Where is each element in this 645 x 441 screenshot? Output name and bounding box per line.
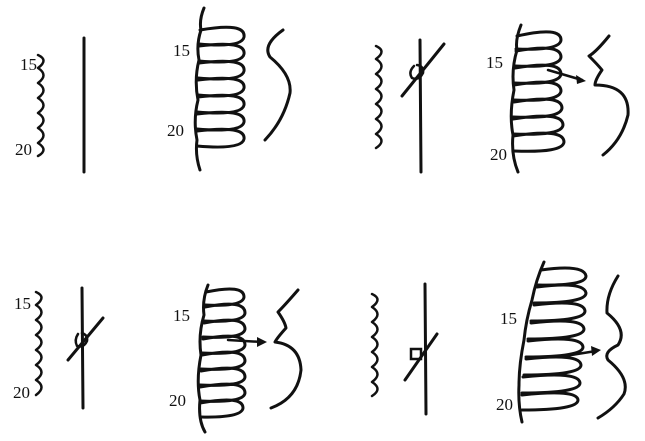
coil-loops <box>522 268 586 410</box>
vertical-line <box>420 40 421 172</box>
segment-strip <box>372 294 378 396</box>
panel-5-knot: 15 20 <box>13 288 103 408</box>
segment-strip <box>36 292 42 395</box>
label-15: 15 <box>173 306 190 325</box>
panel-8-coil-arrow: 15 20 <box>496 262 625 422</box>
segment-strip <box>38 55 44 156</box>
wave-line <box>598 276 625 418</box>
crossing-line <box>68 318 103 360</box>
arrow-head-icon <box>576 75 586 84</box>
label-20: 20 <box>167 121 184 140</box>
arrow-line <box>228 340 262 342</box>
panel-4-coil-arrow: 15 20 <box>486 25 628 172</box>
vertical-line <box>82 288 83 408</box>
segment-strip <box>376 46 382 148</box>
coil-loops <box>200 289 245 417</box>
label-20: 20 <box>13 383 30 402</box>
coil-loops <box>197 27 244 147</box>
label-15: 15 <box>20 55 37 74</box>
panel-7-square <box>372 284 437 414</box>
label-15: 15 <box>14 294 31 313</box>
wave-line <box>265 30 290 140</box>
panel-3-knot <box>376 40 444 172</box>
panel-2-coil: 15 20 <box>167 8 290 170</box>
panel-1-segments: 15 20 <box>15 38 84 172</box>
label-20: 20 <box>496 395 513 414</box>
label-20: 20 <box>169 391 186 410</box>
label-15: 15 <box>173 41 190 60</box>
wave-line <box>271 290 301 408</box>
panel-6-coil-arrow: 15 20 <box>169 285 301 432</box>
label-20: 20 <box>15 140 32 159</box>
coil-loops <box>513 32 564 151</box>
wave-line <box>589 36 628 155</box>
label-15: 15 <box>486 53 503 72</box>
label-20: 20 <box>490 145 507 164</box>
arrow-head-icon <box>257 337 267 347</box>
label-15: 15 <box>500 309 517 328</box>
arrow-head-icon <box>591 346 601 356</box>
